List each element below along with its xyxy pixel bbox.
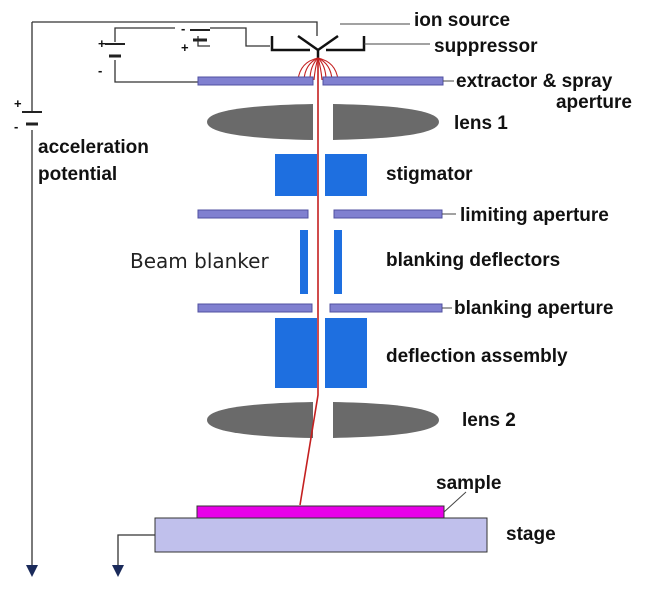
acceleration-potential-label-line-2: potential <box>38 164 117 185</box>
ion-beam <box>299 58 319 506</box>
ion-source-needle <box>297 34 339 52</box>
extractor-minus-sign: - <box>98 63 102 78</box>
sample-label: sample <box>436 473 501 494</box>
blanking-aperture-label: blanking aperture <box>454 298 613 319</box>
blanking-aperture <box>197 303 443 313</box>
acceleration-plus-sign: + <box>14 96 22 111</box>
extractor-plus-sign: + <box>98 36 106 51</box>
suppressor-minus-sign: - <box>181 21 185 36</box>
acceleration-ground-arrow-icon <box>26 565 38 577</box>
stigmator <box>275 154 367 196</box>
leader-lines <box>340 23 467 513</box>
suppressor-electrode <box>270 36 366 52</box>
sample <box>196 505 445 519</box>
extractor-wire <box>114 27 200 83</box>
deflection-assembly <box>275 318 367 388</box>
wiring: + - + - - + <box>14 21 318 577</box>
ion-source <box>270 34 366 58</box>
acceleration-minus-sign: - <box>14 119 18 134</box>
blanking-deflectors-label: blanking deflectors <box>386 250 560 271</box>
acceleration-wire <box>31 21 318 565</box>
suppressor-label: suppressor <box>434 36 538 57</box>
blanking-deflectors <box>300 230 342 294</box>
stage <box>154 517 488 553</box>
extractor-label-line-2: aperture <box>556 92 632 113</box>
stage-ground-wire <box>117 534 155 565</box>
limiting-aperture <box>197 209 443 219</box>
limiting-aperture-label: limiting aperture <box>460 205 609 226</box>
stage-ground-arrow-icon <box>112 565 124 577</box>
ion-source-label: ion source <box>414 10 510 31</box>
deflection-assembly-label: deflection assembly <box>386 346 568 367</box>
extractor-label: extractor & spray <box>456 71 613 92</box>
stage-label: stage <box>506 524 556 545</box>
lens-2-label: lens 2 <box>462 410 516 431</box>
acceleration-potential-label: acceleration <box>38 137 149 158</box>
lens-1-label: lens 1 <box>454 113 508 134</box>
beam-blanker-label: Beam blanker <box>130 249 269 273</box>
stigmator-label: stigmator <box>386 164 473 185</box>
extractor-aperture <box>197 76 444 86</box>
lens-2 <box>207 402 439 438</box>
lens-1 <box>207 104 439 140</box>
suppressor-plus-sign: + <box>181 40 189 55</box>
